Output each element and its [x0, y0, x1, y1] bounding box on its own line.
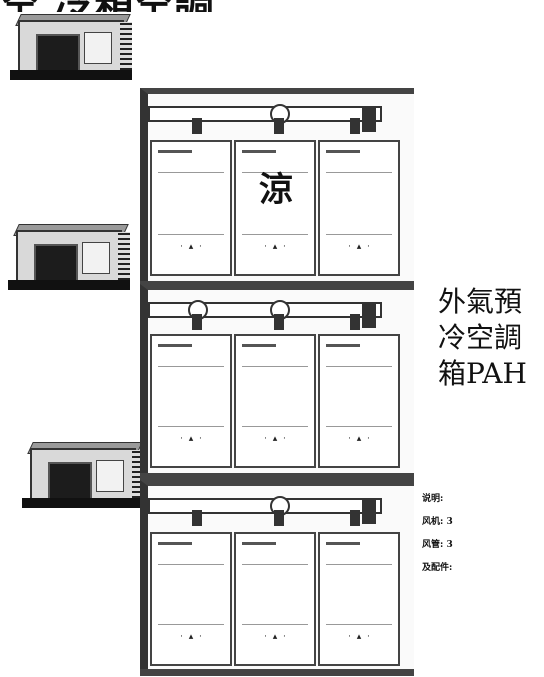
duct-end: [362, 302, 376, 328]
fan-coil-cabinet: · ▴ ·: [234, 140, 316, 276]
duct-drop: [192, 118, 202, 134]
note-line: 风管: 3: [422, 540, 453, 550]
page-title: 空 冷箱空調: [0, 0, 214, 12]
duct-drop: [274, 314, 284, 330]
pah-side-label: 外氣預 冷空調 箱PAH: [438, 284, 527, 392]
floor-slab: [140, 669, 414, 676]
duct-drop: [350, 510, 360, 526]
outdoor-unit-3: [22, 442, 148, 508]
note-line: 及配件:: [422, 563, 453, 573]
side-label-line: 外氣預: [438, 285, 523, 318]
fan-coil-cabinet: · ▴ ·: [234, 334, 316, 468]
unit-opening: [34, 244, 78, 284]
unit-opening: [48, 462, 92, 502]
fan-coil-cabinet: · ▴ ·: [318, 334, 400, 468]
unit-opening: [36, 34, 80, 74]
note-line: 风机: 3: [422, 517, 453, 527]
fan-coil-cabinet: · ▴ ·: [150, 140, 232, 276]
notes-block: 说明: 风机: 3 风管: 3 及配件:: [422, 488, 453, 580]
floor-section-3: · ▴ · · ▴ · · ▴ ·: [140, 480, 414, 676]
fan-coil-cabinet: · ▴ ·: [150, 532, 232, 666]
fan-coil-cabinet: · ▴ ·: [234, 532, 316, 666]
unit-base: [8, 280, 130, 290]
duct-end: [362, 106, 376, 132]
unit-base: [10, 70, 132, 80]
floor-section-2: · ▴ · · ▴ · · ▴ ·: [140, 284, 414, 480]
duct-drop: [350, 118, 360, 134]
duct-drop: [350, 314, 360, 330]
duct-drop: [192, 314, 202, 330]
unit-panel: [84, 32, 112, 64]
floor-slab: [140, 473, 414, 480]
side-label-line: 冷空調: [438, 321, 523, 354]
side-label-line: 箱PAH: [438, 357, 527, 390]
air-duct: [148, 498, 382, 514]
duct-drop: [274, 118, 284, 134]
air-duct: [148, 106, 382, 122]
duct-drop: [274, 510, 284, 526]
outdoor-unit-1: [10, 14, 136, 80]
floor-section-1: · ▴ · · ▴ · · ▴ ·: [140, 88, 414, 288]
duct-end: [362, 498, 376, 524]
unit-coil-fins: [120, 22, 132, 70]
unit-coil-fins: [118, 232, 130, 280]
unit-panel: [82, 242, 110, 274]
unit-panel: [96, 460, 124, 492]
page-title-fragment: 空 冷箱空調: [0, 0, 300, 12]
fan-coil-cabinet: · ▴ ·: [318, 532, 400, 666]
unit-base: [22, 498, 144, 508]
fan-coil-cabinet: · ▴ ·: [150, 334, 232, 468]
floor-label-char: 涼: [259, 170, 293, 210]
outdoor-unit-2: [8, 224, 134, 290]
air-duct: [148, 302, 382, 318]
fan-coil-cabinet: · ▴ ·: [318, 140, 400, 276]
duct-drop: [192, 510, 202, 526]
note-line: 说明:: [422, 494, 444, 504]
